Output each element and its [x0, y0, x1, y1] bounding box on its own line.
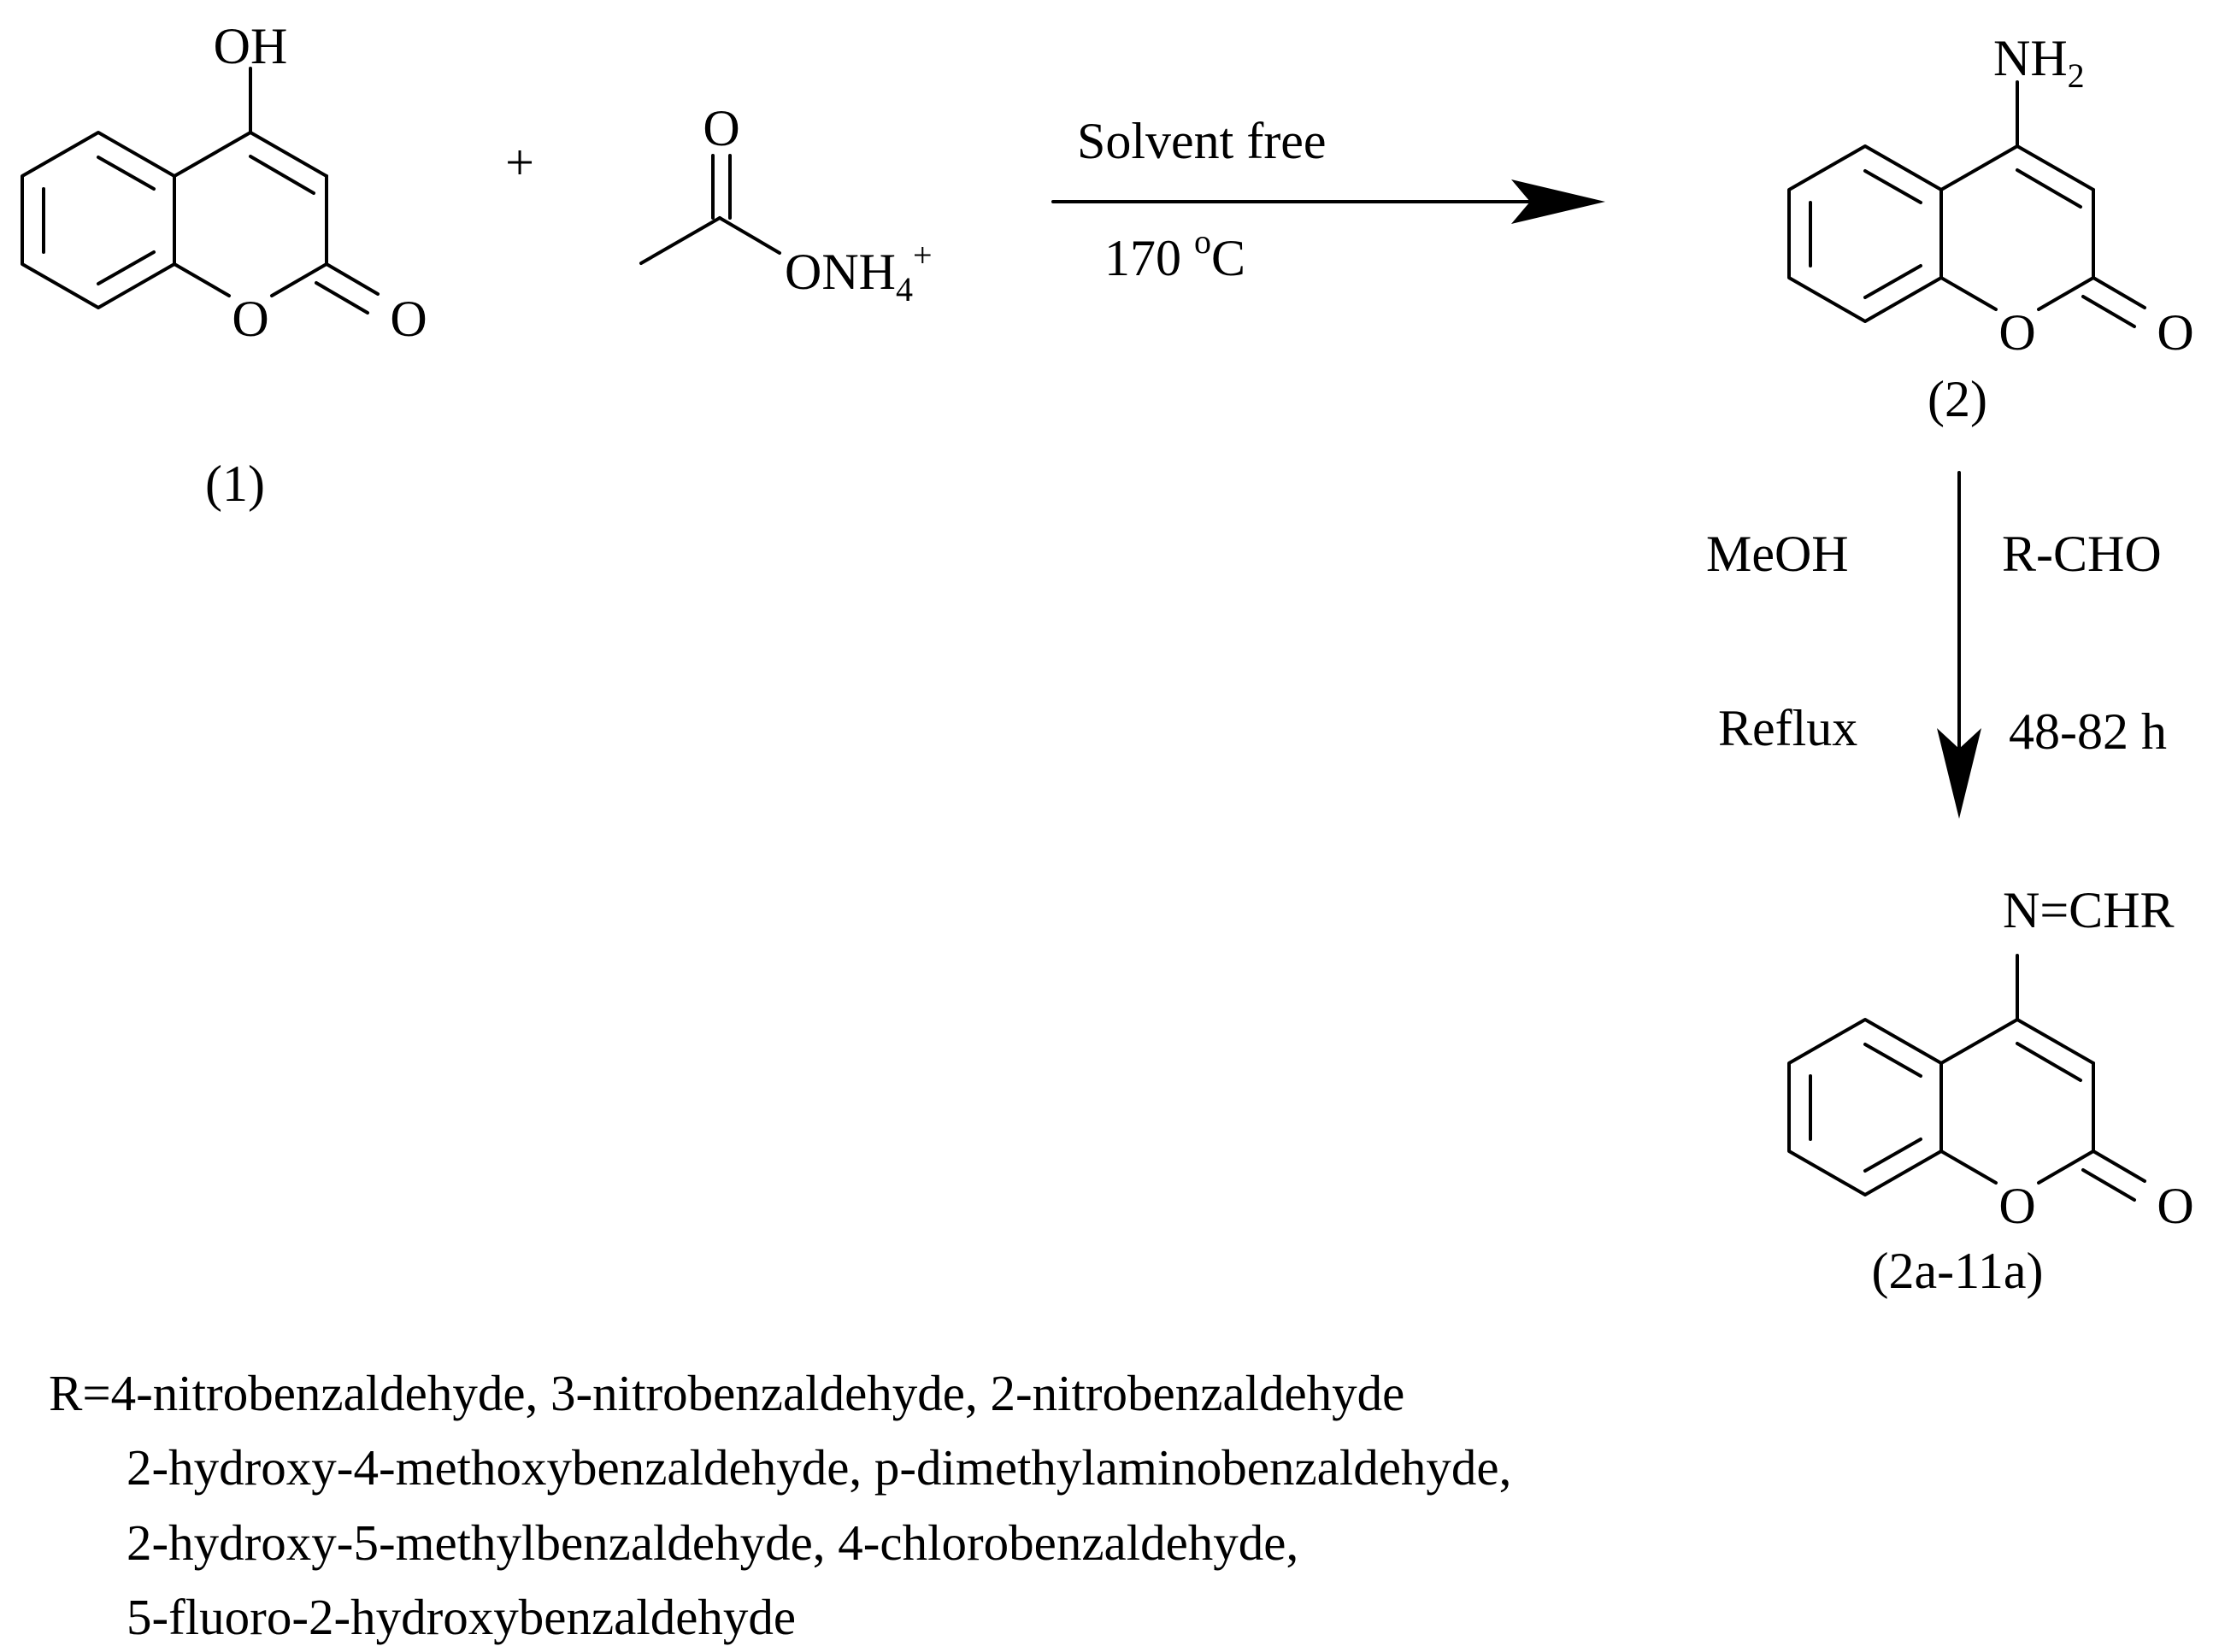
step-1-condition-below: 170 oC — [1104, 222, 1245, 286]
acetate-anion-label: ONH4+ — [785, 236, 933, 309]
step-1-arrow: Solvent free 170 oC — [1051, 113, 1605, 286]
c2-carbonyl-oxygen-label: O — [2157, 304, 2193, 361]
step-1-arrowhead — [1511, 179, 1605, 224]
r-group-line-3: 2-hydroxy-5-methylbenzaldehyde, 4-chloro… — [127, 1514, 1298, 1571]
c1-ring-oxygen-label: O — [232, 291, 268, 347]
compound-1-4-hydroxycoumarin: OH O O (1) — [21, 18, 427, 512]
r-group-line-1: R=4-nitrobenzaldehyde, 3-nitrobenzaldehy… — [49, 1365, 1404, 1421]
step-2-arrow: MeOH Reflux R-CHO 48-82 h — [1706, 471, 2167, 819]
ammonium-nh-text: NH — [821, 244, 896, 300]
c2-amino-nh-text: NH — [1993, 30, 2068, 86]
r-group-line-2: 2-hydroxy-4-methoxybenzaldehyde, p-dimet… — [127, 1439, 1511, 1496]
c2-amino-subscript: 2 — [2068, 56, 2085, 95]
compound-2a-11a-label: (2a-11a) — [1872, 1243, 2044, 1299]
compound-1-label: (1) — [205, 456, 265, 512]
r-group-line-4: 5-fluoro-2-hydroxybenzaldehyde — [127, 1589, 796, 1645]
r-group-list: R=4-nitrobenzaldehyde, 3-nitrobenzaldehy… — [49, 1365, 1511, 1645]
plus-sign: + — [505, 134, 534, 191]
compound-2-label: (2) — [1928, 371, 1987, 427]
step-2-time: 48-82 h — [2009, 703, 2167, 760]
c1-carbonyl-oxygen-label: O — [390, 291, 427, 347]
c1-hydroxyl-label: OH — [214, 18, 288, 74]
step-2-aldehyde: R-CHO — [2002, 526, 2162, 582]
ammonium-subscript: 4 — [896, 270, 913, 309]
step-1-temperature-unit: C — [1211, 230, 1245, 286]
acetate-oxygen-text: O — [785, 244, 821, 300]
c2-amino-label: NH2 — [1993, 30, 2085, 95]
step-1-temperature-value: 170 — [1104, 230, 1194, 286]
step-1-condition-above: Solvent free — [1077, 113, 1327, 169]
compound-2a-11a-schiff-base: N=CHR O O (2a-11a) — [1787, 882, 2194, 1299]
c2-ring-oxygen-label: O — [1998, 304, 2035, 361]
compound-2-4-aminocoumarin: NH2 O O (2) — [1787, 30, 2194, 427]
step-1-degree-sup: o — [1194, 222, 1211, 261]
c3-ring-oxygen-label: O — [1998, 1178, 2035, 1234]
step-2-reflux: Reflux — [1718, 700, 1857, 756]
c3-carbonyl-oxygen-label: O — [2157, 1178, 2193, 1234]
c3-imine-label: N=CHR — [2003, 882, 2175, 938]
ammonium-acetate: O ONH4+ — [639, 100, 933, 309]
acetate-carbonyl-oxygen-label: O — [703, 100, 739, 156]
ammonium-charge: + — [913, 236, 933, 274]
step-2-arrowhead — [1937, 728, 1981, 819]
step-2-solvent: MeOH — [1706, 526, 1849, 582]
